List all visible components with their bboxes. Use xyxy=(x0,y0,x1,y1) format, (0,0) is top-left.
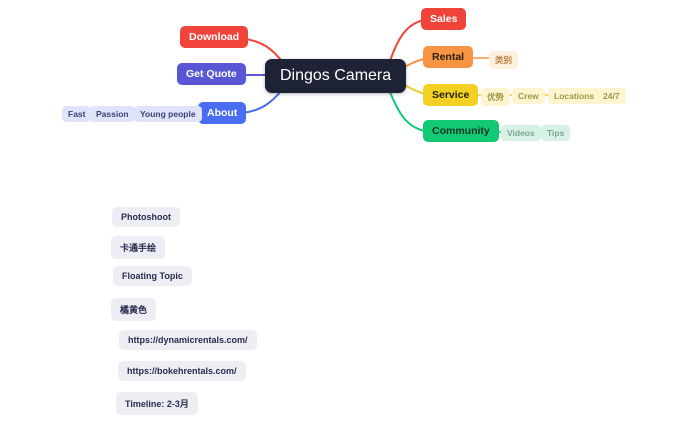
subtopic-category[interactable]: 类别 xyxy=(489,51,519,69)
branch-get-quote[interactable]: Get Quote xyxy=(177,63,246,85)
floating-topic-bokehrentals-url[interactable]: https://bokehrentals.com/ xyxy=(118,361,246,381)
floating-topic-generic[interactable]: Floating Topic xyxy=(113,266,192,286)
floating-topic-cartoon-hand-drawn[interactable]: 卡通手绘 xyxy=(111,236,166,259)
floating-topic-photoshoot[interactable]: Photoshoot xyxy=(112,207,180,227)
subtopic-young-people[interactable]: Young people xyxy=(134,106,202,122)
central-topic[interactable]: Dingos Camera xyxy=(265,59,407,93)
floating-topic-orange-yellow-color[interactable]: 橘黄色 xyxy=(111,298,157,321)
subtopic-passion[interactable]: Passion xyxy=(90,106,135,122)
subtopic-crew[interactable]: Crew xyxy=(512,88,545,104)
subtopic-tips[interactable]: Tips xyxy=(541,125,571,141)
subtopic-videos[interactable]: Videos xyxy=(501,125,541,141)
branch-community[interactable]: Community xyxy=(423,120,499,142)
subtopic-locations[interactable]: Locations xyxy=(548,88,601,104)
subtopic-24-7[interactable]: 24/7 xyxy=(597,88,626,104)
subtopic-fast[interactable]: Fast xyxy=(62,106,92,122)
branch-rental[interactable]: Rental xyxy=(423,46,474,68)
branch-service[interactable]: Service xyxy=(423,84,479,106)
branch-sales[interactable]: Sales xyxy=(421,8,467,30)
branch-about[interactable]: About xyxy=(198,102,247,124)
subtopic-advantage[interactable]: 优势 xyxy=(481,88,511,106)
floating-topic-dynamicrentals-url[interactable]: https://dynamicrentals.com/ xyxy=(119,330,257,350)
branch-download[interactable]: Download xyxy=(180,26,249,48)
floating-topic-timeline[interactable]: Timeline: 2-3月 xyxy=(116,392,198,415)
